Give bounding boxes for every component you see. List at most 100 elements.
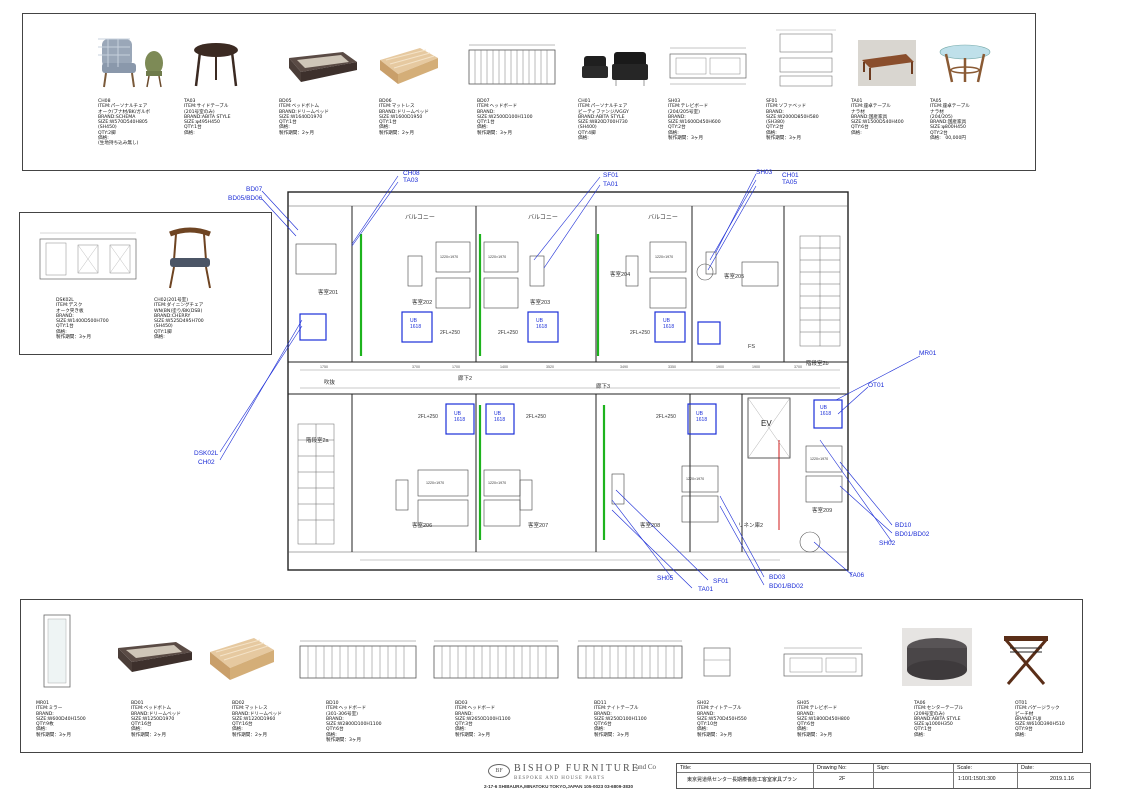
item-card-sf01: SF01 ITEM:ソファベッド BRAND: SIZE:W2000D850H5… xyxy=(766,99,819,142)
plan-stair-label: 階段室2a xyxy=(306,438,329,444)
callout-ch08: CH08 xyxy=(403,170,420,177)
callout-ta06: TA06 xyxy=(849,572,865,579)
tv-board-drawing-thumbnail xyxy=(666,40,750,90)
callout-dsk02l: DSK02L xyxy=(194,450,219,457)
sign-label: Sign: xyxy=(877,765,890,771)
headboard-drawing-thumbnail xyxy=(465,40,559,90)
logo-name: BISHOP FURNITURE xyxy=(514,763,640,774)
plan-ub-label: UB 1618 xyxy=(494,411,506,423)
plan-room-label: 客室203 xyxy=(530,300,551,306)
plan-fs-label: FS xyxy=(748,344,756,350)
callout-ta05: TA05 xyxy=(782,179,798,186)
plan-corridor-label: 廊下3 xyxy=(596,384,611,390)
plan-ub-label: UB 1618 xyxy=(663,318,675,330)
callout-bd10: BD10 xyxy=(895,522,912,529)
plan-wc-label: 2FL+250 xyxy=(418,414,438,420)
title-value: 東京晃道県センター長期療養施工客室家具プラン xyxy=(687,777,798,783)
plan-ub-label: UB 1618 xyxy=(410,318,422,330)
plan-elevator-label: EV xyxy=(761,419,772,428)
mattress-thumbnail xyxy=(376,42,440,88)
item-card-ch02: CH02(201号室) ITEM:ダイニングチェア WN(BN)塗り/BK(DS… xyxy=(154,298,204,341)
plan-dimension: 3350 xyxy=(668,365,676,369)
item-card-dsk02l: DSK02L ITEM:デスク オーク突き板 BRAND: SIZE:W1400… xyxy=(56,298,109,341)
drawing-no-label: Drawing No: xyxy=(817,765,847,771)
sofa-bed-drawing-thumbnail xyxy=(774,26,838,92)
plan-bed-size-label: 1220×1970 xyxy=(488,481,507,485)
callout-bd05-bd06: BD05/BD06 xyxy=(228,195,263,202)
plan-wc-label: 2FL+250 xyxy=(656,414,676,420)
callout-ch02: CH02 xyxy=(198,459,215,466)
headboard-drawing-thumbnail xyxy=(430,636,562,684)
item-card-sh03: SH03 ITEM:テレビボード (204/205号室) BRAND: SIZE… xyxy=(668,99,721,142)
item-card-ta06: TA06 ITEM:センターテーブル (209号室のみ) BRAND:ABITA… xyxy=(914,701,964,738)
company-logo: BF BISHOP FURNITURE and Co BESPOKE AND H… xyxy=(484,763,663,799)
logo-tagline: BESPOKE AND HOUSE PARTS xyxy=(514,776,606,781)
plan-balcony-label: バルコニー xyxy=(528,215,558,221)
plan-wc-label: 2FL+250 xyxy=(630,330,650,336)
plan-ub-label: UB 1618 xyxy=(454,411,466,423)
plan-bed-size-label: 1220×1970 xyxy=(488,255,507,259)
left-furniture-panel xyxy=(19,212,272,355)
tv-board-drawing-thumbnail xyxy=(780,642,866,684)
plan-dimension: 3700 xyxy=(412,365,420,369)
plan-dimension: 1900 xyxy=(752,365,760,369)
item-card-ot01: OT01 ITEM:バゲージラック ピーチ材 BRAND:FUJI SIZE:W… xyxy=(1015,701,1065,738)
plan-bed-size-label: 1220×1970 xyxy=(810,457,829,461)
item-card-ch01: CH01 ITEM:パーソナルチェア ビーティファンジ/VGGY BRAND:A… xyxy=(578,99,629,142)
callout-bd03: BD03 xyxy=(769,574,786,581)
plan-room-label: 客室208 xyxy=(640,523,661,529)
callout-sh02: SH02 xyxy=(879,540,896,547)
plan-dimension: 3520 xyxy=(546,365,554,369)
plan-balcony-label: バルコニー xyxy=(648,215,678,221)
date-value: 2019.1.16 xyxy=(1050,776,1074,782)
plan-room-label: 客室201 xyxy=(318,290,339,296)
sofa-chairs-thumbnail xyxy=(580,44,650,88)
low-table-thumbnail xyxy=(858,40,916,86)
title-block: Title: 東京晃道県センター長期療養施工客室家具プラン Drawing No… xyxy=(676,763,1091,789)
scale-value: 1:10/1:150/1:300 xyxy=(958,776,996,782)
item-card-bd11: BD11 ITEM:ナイトテーブル BRAND: SIZE:W250D100H1… xyxy=(594,701,647,738)
side-table-thumbnail xyxy=(188,34,244,90)
callout-sf01: SF01 xyxy=(603,172,619,179)
callout-ta03: TA03 xyxy=(403,177,419,184)
plan-room-label: 客室205 xyxy=(724,274,745,280)
callout-ta01-bottom: TA01 xyxy=(698,586,714,593)
item-card-sh05: SH05 ITEM:テレビボード BRAND: SIZE:W1800D450H8… xyxy=(797,701,850,738)
item-card-bd01: BD01 ITEM:ベッドボトム BRAND:ドリームベッド SIZE:W125… xyxy=(131,701,181,738)
callout-sh03: SH03 xyxy=(756,169,773,176)
item-card-bd05: BD05 ITEM:ベッドボトム BRAND:ドリームベッド SIZE:W164… xyxy=(279,99,329,136)
plan-room-label: 客室209 xyxy=(812,508,833,514)
logo-suffix: and Co xyxy=(636,763,657,771)
plan-room-label: 客室204 xyxy=(610,272,631,278)
callout-ch01: CH01 xyxy=(782,172,799,179)
plan-bed-size-label: 1220×1970 xyxy=(426,481,445,485)
item-card-ta01: TA01 ITEM:座卓テーブル ナラ材 BRAND:国産家具 SIZE:W15… xyxy=(851,99,904,136)
callout-bd01-bd02: BD01/BD02 xyxy=(895,531,930,538)
plan-dimension: 1400 xyxy=(500,365,508,369)
plan-ub-label: UB 1618 xyxy=(536,318,548,330)
round-table-thumbnail xyxy=(938,38,992,86)
item-card-ta03: TA03 ITEM:サイドテーブル (201号室のみ) BRAND:ABITA … xyxy=(184,99,231,136)
plan-room-label: 客室207 xyxy=(528,523,549,529)
drawing-no-value: 2F xyxy=(839,776,846,782)
callout-ot01: OT01 xyxy=(868,382,885,389)
plan-corridor-label: 廊下2 xyxy=(458,376,473,382)
mirror-drawing-thumbnail xyxy=(40,613,74,691)
plan-bed-size-label: 1220×1970 xyxy=(655,255,674,259)
desk-drawing-thumbnail xyxy=(34,225,142,289)
item-card-sh02: SH02 ITEM:ナイトテーブル BRAND: SIZE:W570D450H5… xyxy=(697,701,747,738)
plan-wc-label: 2FL+250 xyxy=(498,330,518,336)
plan-room-label: 客室202 xyxy=(412,300,433,306)
dining-chair-thumbnail xyxy=(164,224,216,290)
item-card-ch08: CH08 ITEM:パーソナルチェア オーク/ブナ材/BK/ガルボ BRAND:… xyxy=(98,99,151,147)
callout-ta01: TA01 xyxy=(603,181,619,188)
headboard-drawing-thumbnail xyxy=(296,636,420,684)
plan-stair-label: 階段室2b xyxy=(806,361,829,367)
logo-mark: BF xyxy=(488,764,510,778)
luggage-rack-thumbnail xyxy=(998,628,1054,688)
plan-dimension: 1900 xyxy=(716,365,724,369)
callout-bd01-bd02-bottom: BD01/BD02 xyxy=(769,583,804,590)
callout-bd07: BD07 xyxy=(246,186,263,193)
item-card-bd03: BD03 ITEM:ヘッドボード BRAND: SIZE:W2650D100H1… xyxy=(455,701,511,738)
